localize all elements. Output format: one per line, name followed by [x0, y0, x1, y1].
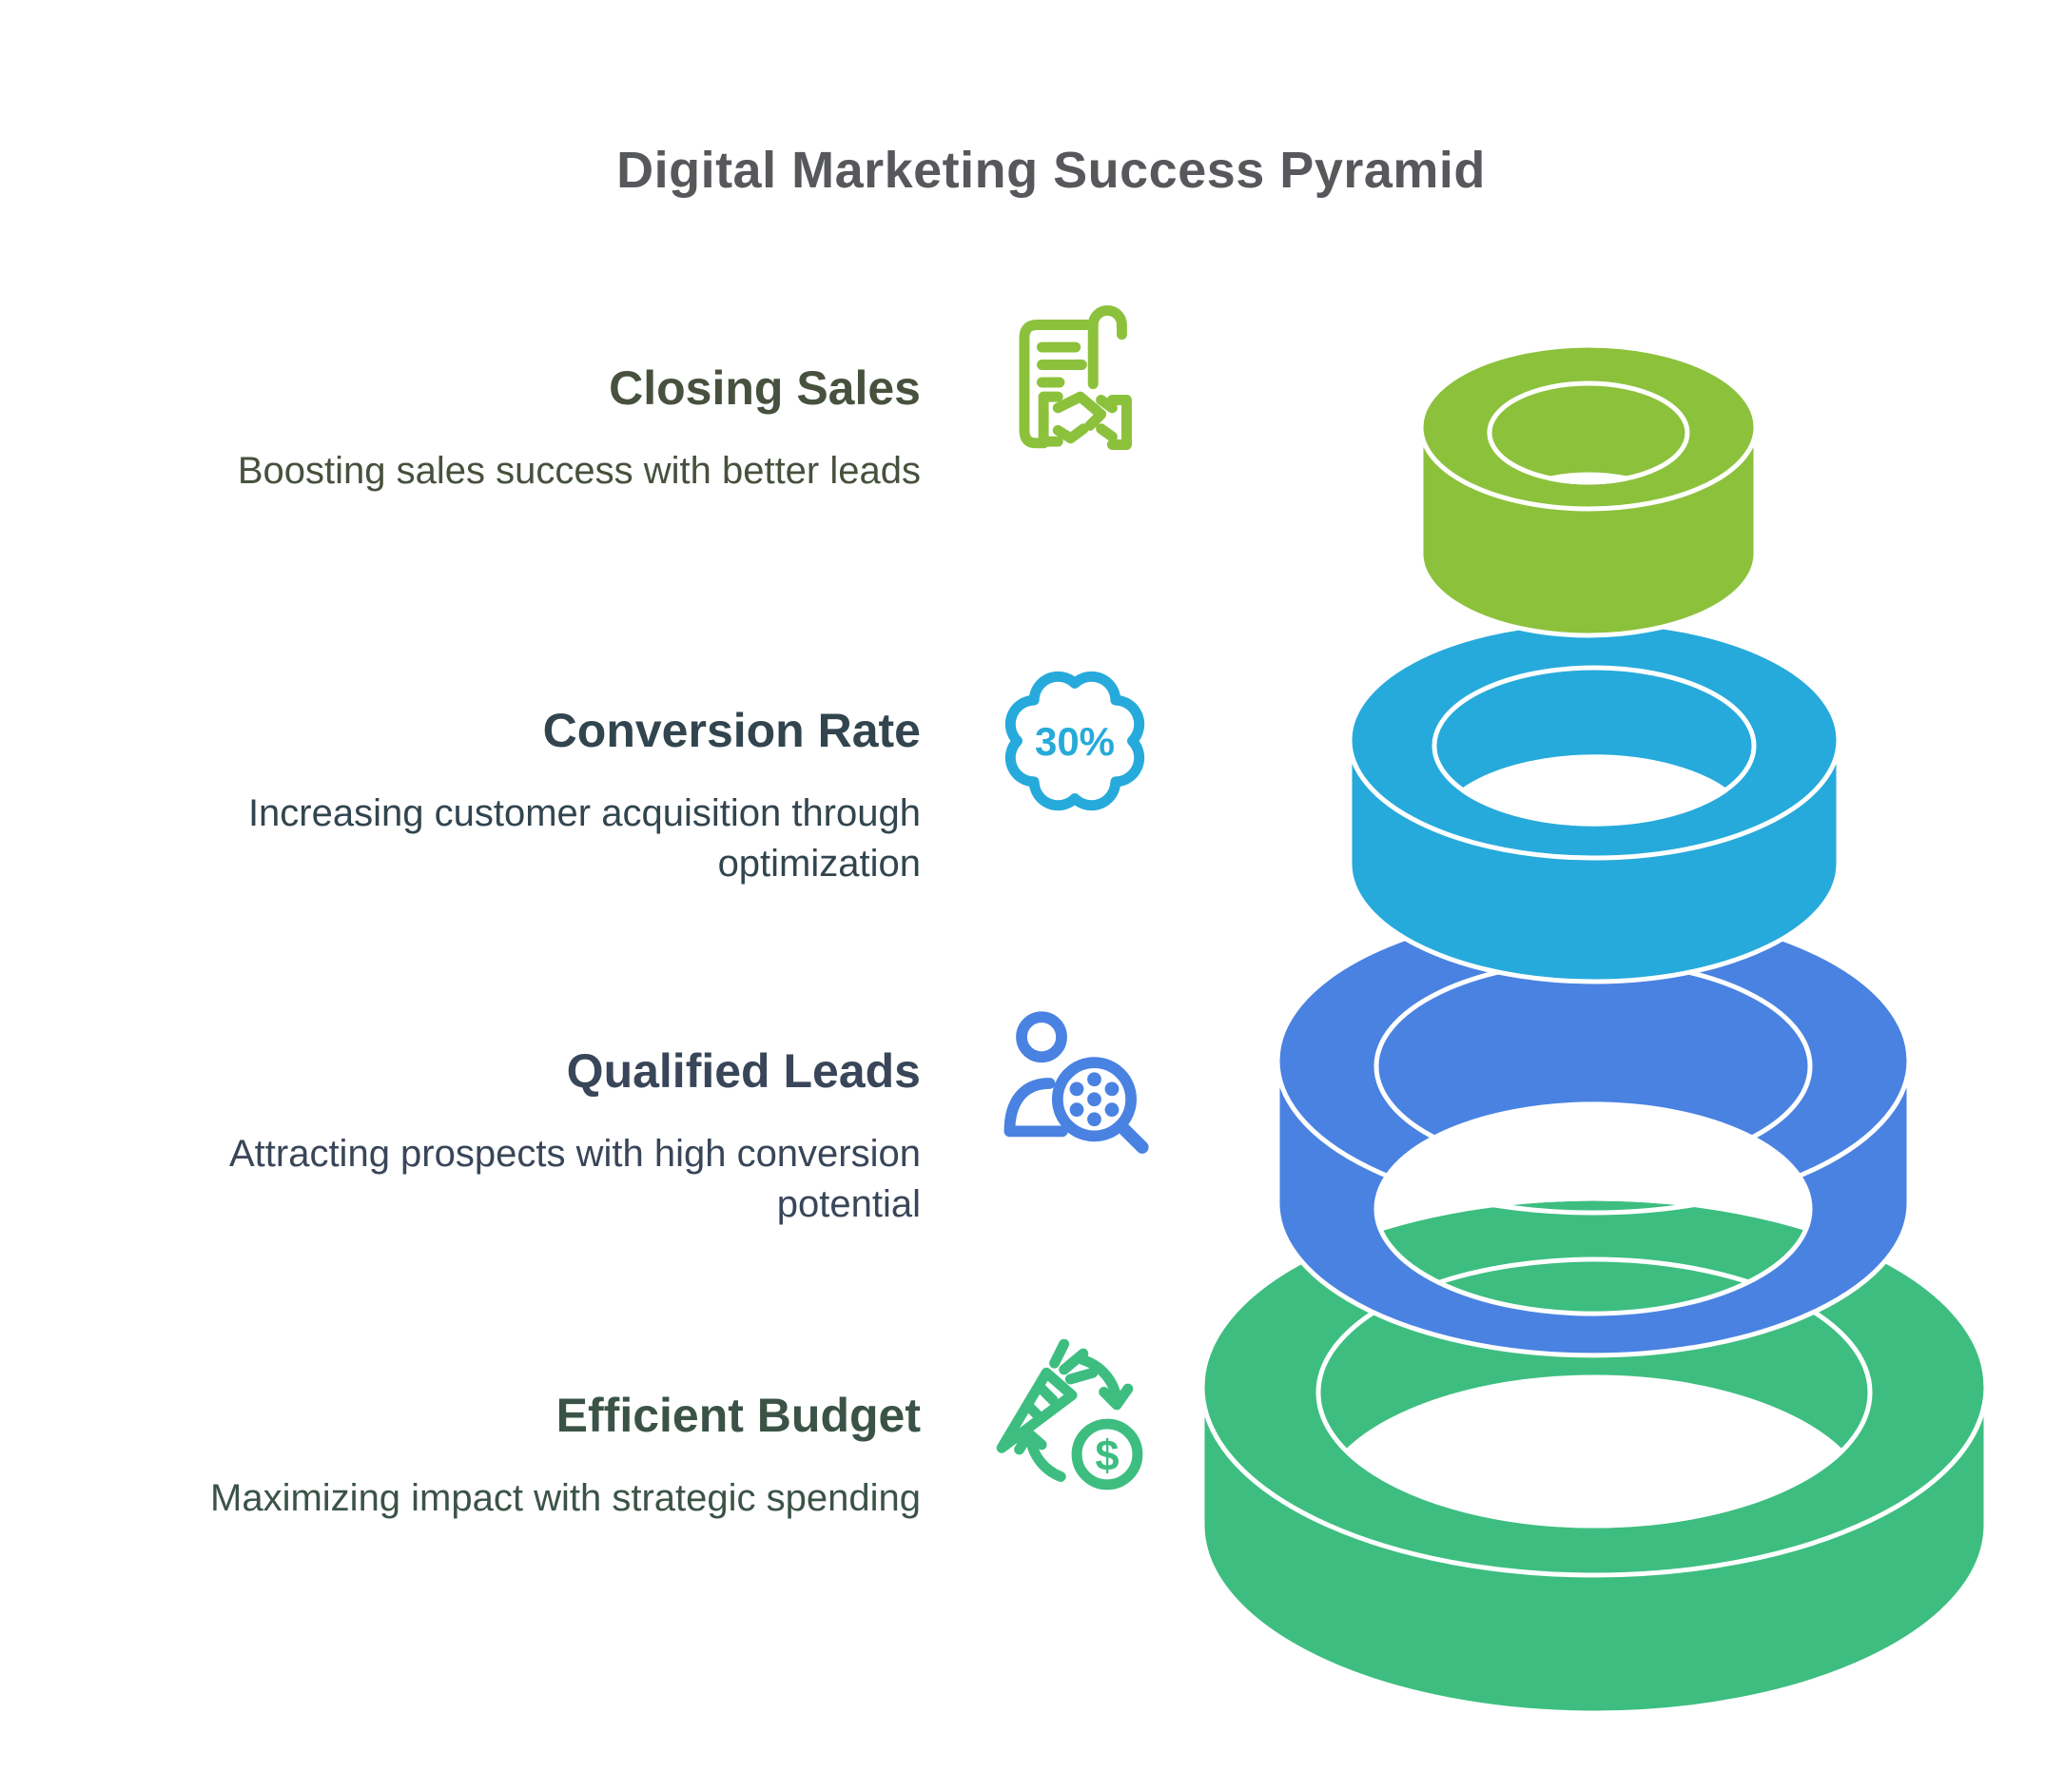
magnifier-handle — [1115, 1120, 1149, 1154]
dollar-coin — [1071, 1418, 1143, 1490]
cycle-arrow-top-head — [1099, 1383, 1134, 1411]
efficient-budget-heading: Efficient Budget — [555, 1389, 921, 1442]
handshake-right-cuff — [1106, 395, 1132, 450]
badge-scalloped-border — [1004, 671, 1145, 811]
cycle-arrow-top — [1078, 1354, 1122, 1406]
handshake-fingers-left — [1052, 423, 1089, 444]
qualified-leads-heading: Qualified Leads — [566, 1044, 921, 1098]
person-body — [1003, 1078, 1068, 1138]
pyramid-level-1-ring — [1418, 342, 1759, 638]
section-conversion-rate: Conversion Rate Increasing customer acqu… — [95, 706, 921, 889]
closing-sales-heading: Closing Sales — [609, 361, 921, 415]
discount-badge-icon: 30% — [995, 661, 1155, 821]
dollar-sign: $ — [1095, 1432, 1119, 1480]
pyramid-level-4-ring — [1199, 1196, 1989, 1716]
section-qualified-leads: Qualified Leads Attracting prospects wit… — [95, 1046, 921, 1230]
handshake-fingers-right — [1096, 395, 1118, 442]
closing-sales-description: Boosting sales success with better leads — [237, 449, 921, 492]
qualified-leads-description: Attracting prospects with high conversio… — [228, 1132, 921, 1225]
lead-dots — [1069, 1072, 1120, 1127]
page-title: Digital Marketing Success Pyramid — [616, 142, 1486, 199]
person-head — [1016, 1011, 1067, 1063]
handshake-left-cuff — [1038, 391, 1063, 447]
contract-handshake-icon — [989, 302, 1149, 462]
cycle-arrow-bottom — [1024, 1432, 1066, 1482]
pyramid-level-3-ring — [1275, 906, 1912, 1358]
badge-value: 30% — [1035, 719, 1115, 764]
scroll-outline — [1019, 320, 1099, 449]
handshake-hands — [1052, 391, 1107, 431]
magnifier-lens — [1051, 1057, 1137, 1142]
section-efficient-budget: Efficient Budget Maximizing impact with … — [95, 1391, 921, 1524]
cycle-arrow-bottom-head — [1014, 1428, 1047, 1455]
conversion-rate-description: Increasing customer acquisition through … — [247, 791, 921, 885]
efficient-budget-description: Maximizing impact with strategic spendin… — [210, 1476, 921, 1519]
person-search-icon — [997, 1008, 1157, 1168]
budget-cycle-icon: $ — [987, 1339, 1147, 1499]
carrot-lines — [1023, 1383, 1059, 1423]
conversion-rate-heading: Conversion Rate — [542, 704, 921, 757]
pyramid-level-2-ring — [1347, 619, 1841, 984]
section-closing-sales: Closing Sales Boosting sales success wit… — [95, 363, 921, 497]
scroll-curl — [1087, 305, 1127, 341]
